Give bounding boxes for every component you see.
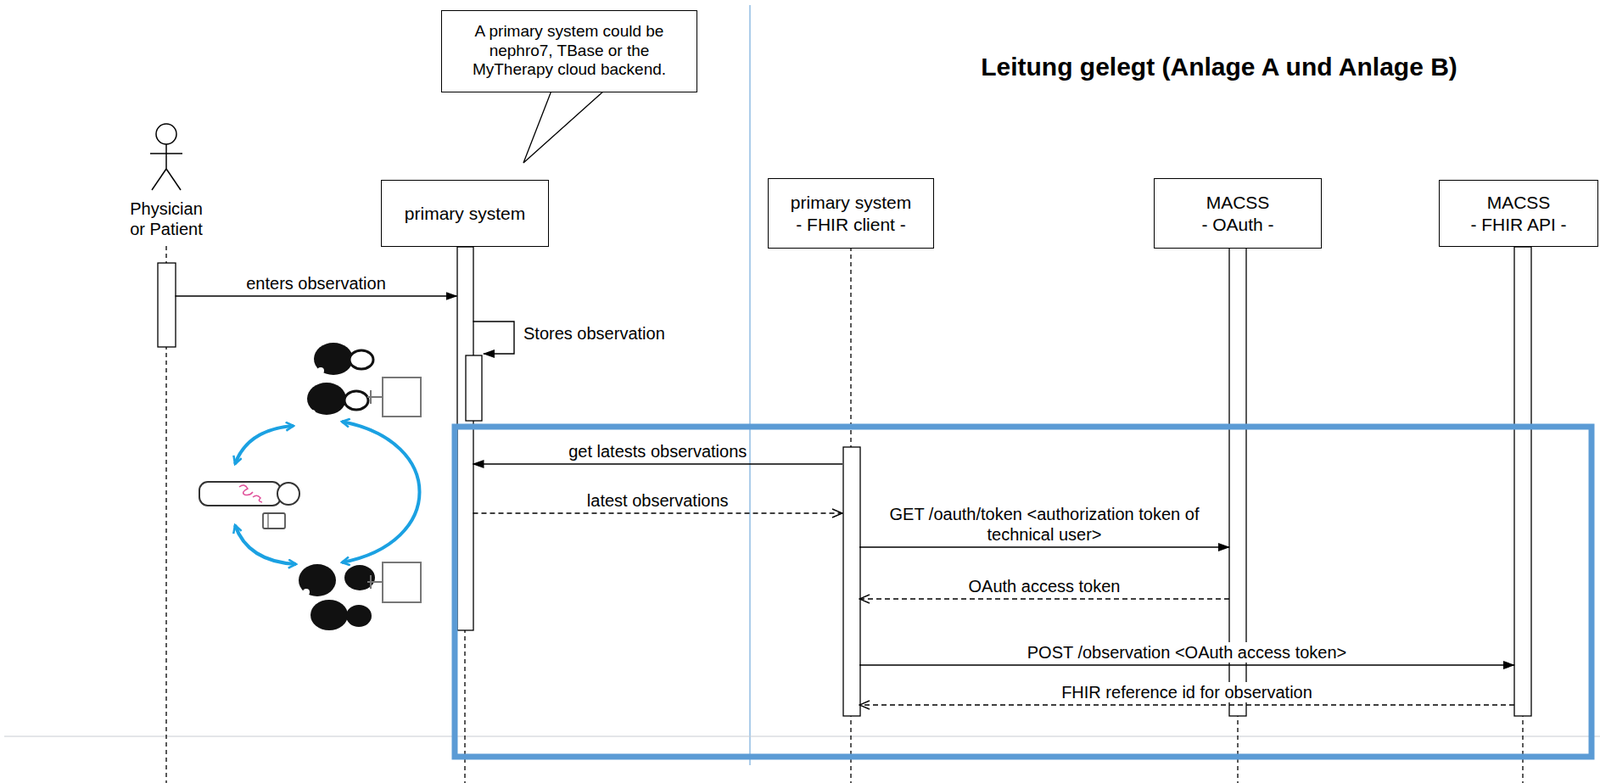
actor-limb [150,152,183,155]
message-label: GET /oauth/token <authorization token of… [878,503,1211,545]
actor-limb [165,144,168,169]
patient-organ [252,495,263,503]
activation-bar [457,246,474,631]
call-message [859,664,1515,666]
box-label: MACSS [1206,191,1270,213]
diagram-title: Leitung gelegt (Anlage A und Anlage B) [980,52,1458,82]
cycle-arrow [234,425,294,465]
actor-figure [125,122,207,199]
monitor-icon [382,377,421,417]
clinician-icon [310,599,348,631]
actor: Physician or Patient [123,122,209,243]
message-label: OAuth access token [966,576,1124,597]
cycle-arrow [341,421,420,563]
box-label: - FHIR client - [795,213,907,235]
return-message [859,704,1515,705]
box-label: primary system [790,191,912,213]
actor-label: Physician or Patient [125,198,207,240]
message-label: POST /observation <OAuth access token> [1024,642,1350,663]
callout-note: A primary system could be nephro7, TBase… [441,10,698,93]
activation-bar [1514,246,1532,717]
return-message [473,512,844,514]
call-message [473,463,844,465]
box-label: primary system [404,202,526,224]
clinician-icon [317,367,325,375]
lifeline-box: MACSS- OAuth - [1153,178,1322,249]
message-label: Stores observation [520,323,668,344]
monitor-icon [367,581,383,583]
monitor-icon [369,575,372,589]
highlight-frame [454,426,1592,757]
actor-limb [166,168,181,191]
callout-tail [523,90,605,163]
box-label: MACSS [1487,191,1551,213]
patient-icon [199,481,281,506]
clinician-icon [344,565,375,591]
clinician-icon [308,409,316,417]
phone-icon [267,513,269,529]
message-label: enters observation [243,273,389,294]
lifeline-box: MACSS- FHIR API - [1438,179,1599,247]
monitor-icon [367,396,383,398]
lifeline-box: primary system [380,179,549,247]
clinician-icon [313,342,353,375]
clinician-icon [298,564,336,597]
call-message [175,295,458,297]
clinician-icon [349,350,374,370]
activation-bar [843,447,861,717]
return-message [859,598,1230,599]
activation-bar [465,355,482,421]
message-label: latest observations [584,490,732,511]
lifelines [166,246,1523,783]
message-label: FHIR reference id for observation [1058,682,1315,703]
box-label: - OAuth - [1201,213,1274,235]
separator-line [749,5,751,766]
patient-organ [239,485,253,496]
clinician-icon [344,391,369,410]
monitor-icon [382,562,421,603]
monitor-icon [369,390,372,404]
care-illustration [199,342,421,631]
call-message [473,321,515,354]
patient-icon [277,482,300,505]
clinician-icon [302,588,310,596]
box-label: - FHIR API - [1470,213,1567,235]
clinician-icon [346,604,372,627]
actor-head [156,123,177,145]
note-text: A primary system could be nephro7, TBase… [461,22,678,80]
activation-bar [157,262,176,347]
call-message [859,546,1230,548]
message-label: get latests observations [565,441,750,462]
separator-line [4,736,1600,738]
phone-icon [262,513,286,529]
cycle-arrow [234,525,297,565]
lifeline-box: primary system- FHIR client - [767,178,935,249]
actor-limb [151,168,167,191]
activation-bars [157,246,1532,717]
